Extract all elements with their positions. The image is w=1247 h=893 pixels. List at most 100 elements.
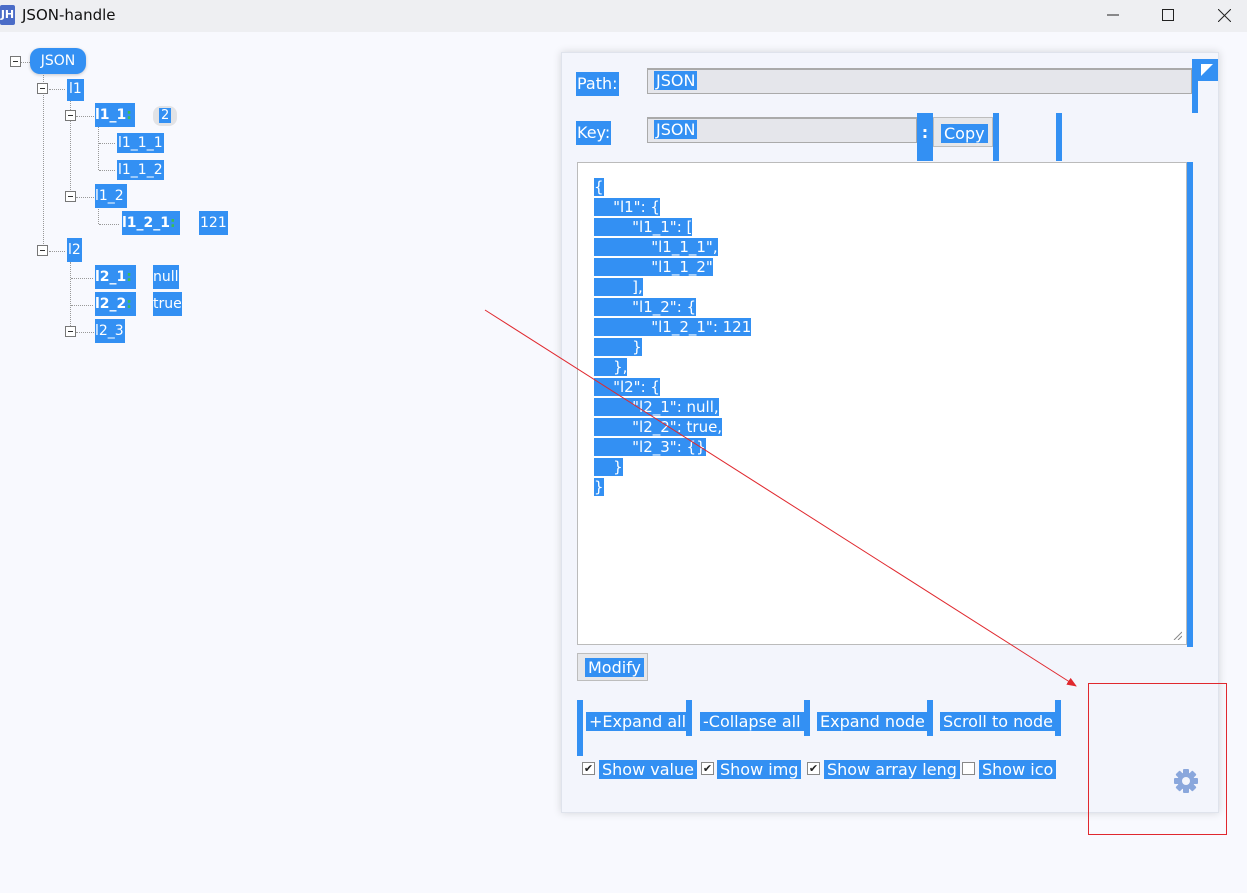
json-text-line: "l2_2": true,: [594, 418, 723, 436]
show-value-label: Show value: [599, 758, 697, 782]
checkmark-icon: ✔: [583, 762, 594, 775]
path-label: Path:: [576, 72, 619, 96]
tree-guide-line: [70, 98, 71, 198]
json-text-line: }: [594, 478, 604, 496]
node-key: l1_1: [95, 107, 127, 123]
button-row-edge: [804, 700, 810, 736]
expand-node-button[interactable]: Expand node: [817, 709, 928, 735]
maximize-icon: [1162, 9, 1174, 21]
json-text-line: "l1_1_1",: [594, 238, 718, 256]
tree-node-l1_1[interactable]: l1_1:: [95, 103, 135, 127]
collapse-toggle-icon[interactable]: [10, 56, 21, 67]
tree-node-value: 121: [199, 211, 228, 235]
collapse-toggle-icon[interactable]: [65, 110, 76, 121]
json-text-line: "l2_1": null,: [594, 398, 719, 416]
collapse-toggle-icon[interactable]: [37, 245, 48, 256]
tree-node-l2_2[interactable]: l2_2:: [95, 292, 136, 316]
node-key: l1_2_1: [122, 215, 171, 231]
tree-node-l2[interactable]: l2: [67, 238, 82, 262]
checkmark-icon: ✔: [808, 762, 819, 775]
checkmark-icon: ✔: [702, 762, 713, 775]
show-ico-checkbox[interactable]: [962, 762, 975, 775]
json-text-line: "l1_2_1": 121: [594, 318, 752, 336]
node-key: l2_2: [95, 296, 127, 312]
tree-guide-line: [98, 126, 99, 170]
json-text-line: "l2_3": {}: [594, 438, 706, 456]
tree-node-l1[interactable]: l1: [67, 79, 84, 101]
collapse-toggle-icon[interactable]: [65, 191, 76, 202]
node-colon: :: [126, 107, 132, 123]
minimize-button[interactable]: [1090, 0, 1136, 30]
collapse-all-button[interactable]: -Collapse all: [700, 709, 804, 735]
editor-scroll-marker: [1187, 162, 1193, 647]
tree-guide-line: [99, 170, 115, 171]
tree-guide-line: [76, 332, 94, 333]
app-icon: JH: [0, 5, 15, 25]
panel-scroll-marker: [1192, 59, 1198, 113]
path-field[interactable]: JSON: [647, 68, 1192, 94]
corner-toggle-icon[interactable]: [1196, 59, 1218, 81]
button-row-edge: [577, 736, 583, 756]
node-key: l2_1: [95, 269, 127, 285]
modify-button[interactable]: Modify: [585, 655, 645, 681]
json-text-line: }: [594, 458, 623, 476]
key-row-edge: [1056, 113, 1062, 161]
key-field[interactable]: JSON: [647, 117, 917, 143]
show-img-label: Show img: [717, 758, 802, 782]
minimize-icon: [1107, 14, 1119, 16]
tree-guide-line: [99, 224, 119, 225]
json-text-line: }: [594, 338, 642, 356]
annotation-highlight-box: [1088, 683, 1227, 835]
json-text-content: { "l1": { "l1_1": [ "l1_1_1", "l1_1_2" ]…: [594, 177, 752, 497]
show-array-length-checkbox[interactable]: ✔: [807, 762, 820, 775]
tree-guide-line: [71, 278, 93, 279]
copy-button[interactable]: Copy: [941, 121, 988, 147]
tree-node-l1_2_1[interactable]: l1_2_1:: [122, 211, 180, 235]
array-count-badge: 2: [153, 106, 178, 126]
json-text-line: "l1_2": {: [594, 298, 697, 316]
settings-gear-icon[interactable]: [1171, 766, 1201, 796]
expand-all-button[interactable]: +Expand all: [586, 709, 690, 735]
tree-guide-line: [21, 62, 30, 63]
tree-guide-line: [71, 305, 93, 306]
node-colon: :: [126, 269, 132, 285]
button-row-edge: [686, 700, 692, 736]
json-text-editor[interactable]: { "l1": { "l1_1": [ "l1_1_1", "l1_1_2" ]…: [577, 162, 1187, 645]
tree-node-value: true: [153, 292, 182, 316]
collapse-toggle-icon[interactable]: [65, 326, 76, 337]
window-title: JSON-handle: [22, 6, 116, 24]
tree-guide-line: [49, 251, 65, 252]
json-text-line: {: [594, 178, 604, 196]
tree-guide-line: [49, 89, 65, 90]
close-button[interactable]: [1201, 0, 1247, 30]
tree-guide-line: [99, 143, 115, 144]
tree-node-l2_3[interactable]: l2_3: [95, 319, 125, 343]
node-colon: :: [126, 296, 132, 312]
tree-node-l2_1[interactable]: l2_1:: [95, 265, 136, 289]
tree-node-l1_1_2[interactable]: l1_1_2: [117, 160, 164, 180]
tree-guide-line: [76, 116, 94, 117]
resize-grip-icon[interactable]: [1172, 630, 1182, 640]
show-ico-label: Show ico: [979, 758, 1057, 782]
tree-root-node[interactable]: JSON: [30, 48, 86, 74]
tree-guide-line: [98, 206, 99, 224]
tree-node-l1_2[interactable]: l1_2: [95, 184, 127, 208]
show-value-checkbox[interactable]: ✔: [582, 762, 595, 775]
tree-node-value: null: [153, 265, 179, 289]
button-row-edge: [1055, 700, 1061, 736]
collapse-toggle-icon[interactable]: [37, 83, 48, 94]
tree-guide-line: [70, 262, 71, 332]
json-text-line: },: [594, 358, 628, 376]
key-label: Key:: [576, 121, 612, 145]
tree-guide-line: [43, 72, 44, 252]
tree-node-l1_1_1[interactable]: l1_1_1: [117, 133, 164, 153]
json-text-line: ],: [594, 278, 643, 296]
json-text-line: "l1_1": [: [594, 218, 693, 236]
copy-button-edge: [993, 113, 999, 161]
close-icon: [1217, 8, 1231, 22]
node-colon: :: [170, 215, 176, 231]
show-img-checkbox[interactable]: ✔: [701, 762, 714, 775]
json-text-line: "l2": {: [594, 378, 660, 396]
scroll-to-node-button[interactable]: Scroll to node: [940, 709, 1057, 735]
maximize-button[interactable]: [1145, 0, 1191, 30]
